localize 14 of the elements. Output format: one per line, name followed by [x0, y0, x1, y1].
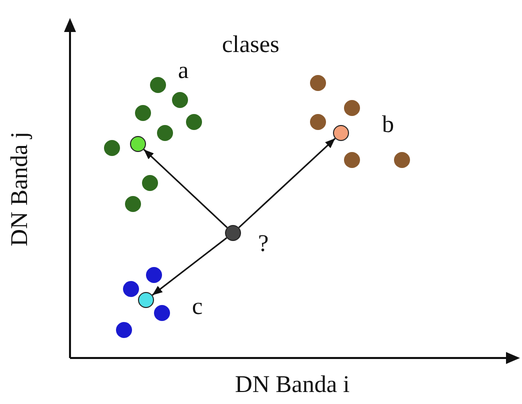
class-centroid-point	[138, 292, 154, 308]
arrow	[238, 138, 336, 228]
class-centroid-point	[130, 136, 146, 152]
point-label: ?	[258, 231, 269, 257]
class-letter: c	[192, 294, 203, 320]
axis-label: DN Banda i	[235, 372, 350, 398]
class-letter: a	[178, 58, 189, 84]
arrow	[143, 148, 228, 228]
class-centroid-point	[333, 125, 349, 141]
heading: clases	[222, 32, 280, 58]
arrow	[152, 237, 228, 296]
axis-label: DN Banda j	[7, 130, 33, 248]
class-letter: b	[382, 112, 394, 138]
unknown-point	[225, 225, 241, 241]
